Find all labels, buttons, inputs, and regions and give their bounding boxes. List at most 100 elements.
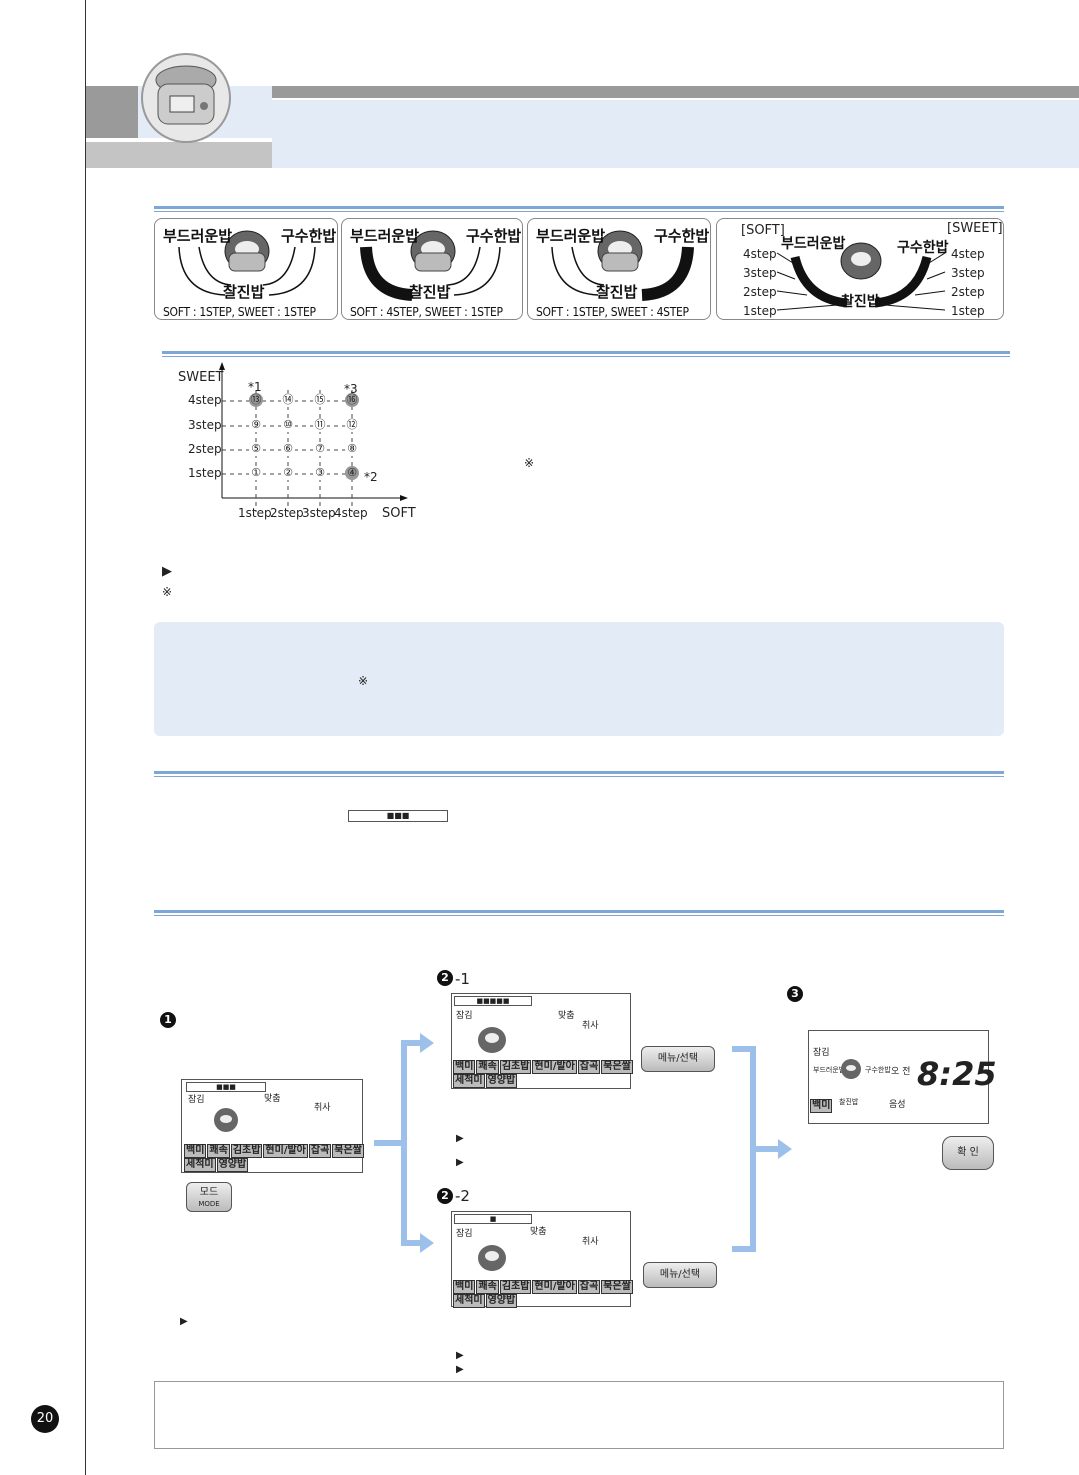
grid-point: ① (249, 466, 263, 480)
sticky-rice-label: 찰진밥 (223, 283, 265, 301)
lcd-match: 맞춤 (558, 1011, 575, 1021)
lcd-ampm: 오 전 (891, 1067, 911, 1077)
texture-caption: SOFT : 4STEP, SWEET : 1STEP (350, 305, 503, 319)
cooker-icon (841, 1059, 861, 1079)
flow-arrow (374, 1140, 404, 1146)
x-tick-label: 4step (334, 506, 368, 520)
cooker-icon (478, 1027, 506, 1053)
sweet-step-1: 1step (951, 304, 985, 318)
sticky-rice-label: 찰진밥 (841, 294, 880, 310)
sweet-rice-label: 구수한밥 (654, 227, 710, 245)
y-tick-label: 3step (188, 418, 222, 432)
sweet-step-4: 4step (951, 247, 985, 261)
texture-arcs (360, 230, 501, 301)
section-divider (154, 206, 1004, 212)
bullet-refmark: ※ (162, 585, 173, 599)
grid-point: ⑭ (281, 393, 295, 407)
soft-rice-label: 부드러운밥 (350, 227, 420, 245)
grid-point: ⑫ (345, 418, 359, 432)
grid-point: ⑦ (313, 442, 327, 456)
lcd-match: 맞춤 (530, 1227, 547, 1237)
lcd-bar: ■ (454, 1214, 532, 1224)
grid-point: ⑮ (313, 393, 327, 407)
soft-step-2: 2step (743, 285, 777, 299)
note-star-2: *2 (364, 470, 378, 484)
section-divider (162, 351, 1010, 357)
flow-arrow (732, 1246, 756, 1252)
header-title-panel (272, 100, 1079, 168)
info-box: ※ (154, 622, 1004, 736)
grid-point: ④ (345, 466, 359, 480)
lcd-display-step3: 잠김 부드러운밥 구수한밥 오 전 찰진밥 음성 8:25 백미 (808, 1030, 997, 1124)
sticky-rice-label: 찰진밥 (596, 283, 638, 301)
sweet-rice-label: 구수한밥 (897, 240, 949, 256)
header-bar (272, 86, 1079, 98)
flow-arrow (401, 1240, 425, 1246)
grid-point: ⑬ (249, 393, 263, 407)
lcd-time: 8:25 (917, 1055, 997, 1093)
lcd-lock: 잠김 (456, 1229, 473, 1239)
lcd-cancel: 취사 (314, 1103, 331, 1113)
y-tick-label: 1step (188, 466, 222, 480)
lcd-lock: 잠김 (813, 1048, 830, 1058)
grid-point: ⑤ (249, 442, 263, 456)
soft-step-4: 4step (743, 247, 777, 261)
sweet-rice-label: 구수한밥 (281, 227, 337, 245)
section-divider (154, 771, 1004, 777)
level-indicator: ■■■ (348, 810, 448, 822)
grid-point: ⑯ (345, 393, 359, 407)
texture-arcs (178, 230, 316, 296)
soft-step-3: 3step (743, 266, 777, 280)
bullet-arrow: ▶ (456, 1157, 464, 1168)
info-refmark: ※ (358, 674, 369, 688)
header-block (86, 86, 138, 138)
sweet-step-3: 3step (951, 266, 985, 280)
x-tick-label: 1step (238, 506, 272, 520)
sweet-rice-label: 구수한밥 (466, 227, 522, 245)
texture-panel: 부드러운밥 구수한밥 찰진밥 SOFT : 4STEP, SWEET : 1ST… (341, 218, 523, 320)
y-tick-label: 2step (188, 442, 222, 456)
lcd-bar: ■■■■■ (454, 996, 532, 1006)
lcd-sticky: 찰진밥 (839, 1098, 859, 1106)
sticky-rice-label: 찰진밥 (409, 283, 451, 301)
lcd-bar: ■■■ (186, 1082, 266, 1092)
arrow-head-icon (420, 1033, 434, 1053)
lcd-lock: 잠김 (456, 1011, 473, 1021)
level-arcs (776, 242, 946, 311)
soft-rice-label: 부드러운밥 (163, 227, 233, 245)
section-divider (154, 910, 1004, 916)
lcd-lock: 잠김 (188, 1095, 205, 1105)
menu-select-button[interactable]: 메뉴/선택 (641, 1046, 715, 1072)
grid-point: ② (281, 466, 295, 480)
soft-rice-label: 부드러운밥 (781, 236, 846, 252)
grid-point: ⑪ (313, 418, 327, 432)
lcd-soft: 부드러운밥 (813, 1066, 846, 1074)
bullet-arrow: ▶ (456, 1364, 464, 1375)
lcd-sweet: 구수한밥 (865, 1066, 891, 1074)
menu-select-button[interactable]: 메뉴/선택 (643, 1262, 717, 1288)
lcd-cancel: 취사 (582, 1237, 599, 1247)
y-tick-label: 4step (188, 393, 222, 407)
flow-arrow (750, 1146, 780, 1152)
note-box (154, 1381, 1004, 1449)
texture-panel: 부드러운밥 구수한밥 찰진밥 SOFT : 1STEP, SWEET : 1ST… (154, 218, 338, 320)
texture-panel: 부드러운밥 구수한밥 찰진밥 SOFT : 1STEP, SWEET : 4ST… (527, 218, 711, 320)
header-subblock (86, 142, 272, 168)
confirm-button[interactable]: 확 인 (942, 1136, 994, 1170)
note-star-1: *1 (248, 380, 262, 394)
grid-point: ⑧ (345, 442, 359, 456)
cooker-icon (214, 1108, 238, 1132)
arrow-head-icon (420, 1233, 434, 1253)
grid-refmark: ※ (524, 456, 535, 470)
grid-point: ⑨ (249, 418, 263, 432)
x-tick-label: 3step (302, 506, 336, 520)
